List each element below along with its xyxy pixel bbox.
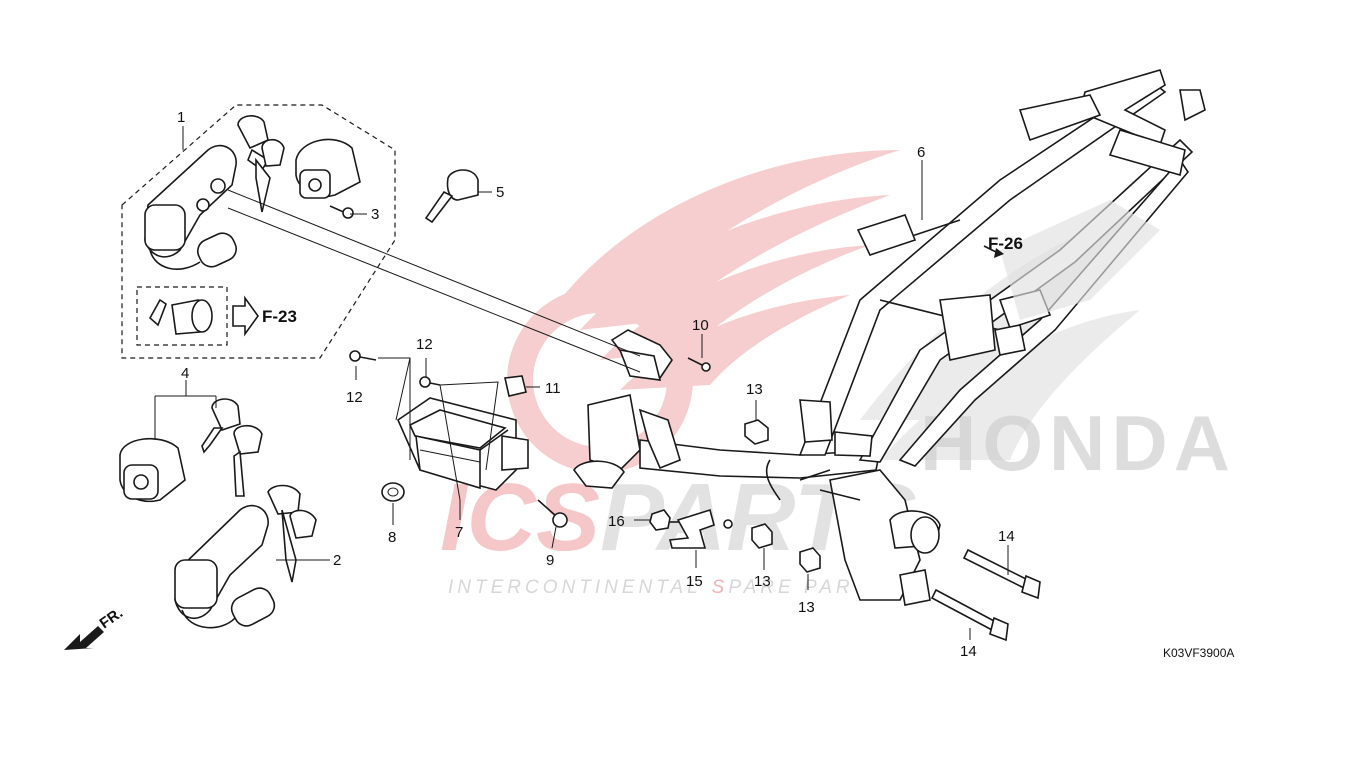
diagram-code: K03VF3900A — [1163, 646, 1234, 660]
screw-12-b — [419, 376, 441, 388]
tagline-rest: PARE PARTS — [728, 577, 885, 598]
callout-15: 15 — [686, 573, 703, 590]
honda-watermark: HONDA — [920, 399, 1236, 487]
callout-1: 1 — [177, 109, 185, 126]
clip-11 — [504, 375, 527, 397]
watermark — [507, 150, 900, 473]
callout-5: 5 — [496, 184, 504, 201]
key-1 — [237, 115, 285, 213]
callout-16: 16 — [608, 513, 625, 530]
ref-f26: F-26 — [988, 234, 1023, 253]
arrow-f23 — [232, 295, 259, 337]
lock-cylinder — [148, 298, 213, 335]
nut-13-b — [751, 523, 773, 549]
key-5 — [424, 169, 479, 224]
callout-13-mid: 13 — [754, 573, 771, 590]
callout-6: 6 — [917, 144, 925, 161]
leader-lines — [154, 126, 1009, 640]
ignition-switch-1 — [144, 144, 237, 270]
tagline-s: S — [712, 577, 729, 598]
clip-15 — [669, 508, 733, 549]
ics-tagline-watermark: INTERCONTINENTAL SPARE PARTS — [448, 577, 886, 598]
key-set-group: F-23 — [121, 104, 396, 359]
callout-14-right: 14 — [998, 528, 1015, 545]
callouts: 1 2 3 4 5 6 7 8 9 10 11 12 12 13 13 13 1… — [177, 109, 1015, 660]
callout-9: 9 — [546, 552, 554, 569]
callout-2: 2 — [333, 552, 341, 569]
seat-lock-1 — [295, 138, 361, 199]
callout-11: 11 — [545, 380, 561, 397]
callout-3: 3 — [371, 206, 379, 223]
front-label: FR. — [97, 604, 127, 632]
callout-12-top: 12 — [416, 336, 433, 353]
screw-10 — [687, 357, 711, 372]
bolt-14-a — [962, 548, 1041, 600]
wing-logo — [560, 150, 900, 390]
ref-f23: F-23 — [262, 307, 297, 326]
nut-13-c — [799, 547, 821, 573]
callout-4: 4 — [181, 365, 189, 382]
bolt-9 — [537, 499, 568, 528]
bolt-16 — [649, 509, 686, 531]
nut-13-a — [744, 419, 769, 445]
callout-10: 10 — [692, 317, 709, 334]
tagline-prefix: INTERCONTINENTAL — [448, 577, 702, 598]
callout-13-low: 13 — [798, 599, 815, 616]
key-set-4 — [119, 398, 263, 502]
callout-12-left: 12 — [346, 389, 363, 406]
callout-14-bottom: 14 — [960, 643, 977, 660]
ignition-switch-2 — [174, 484, 317, 629]
frame-body-6 — [573, 69, 1206, 606]
front-direction-arrow: FR. — [64, 604, 126, 650]
screw-12-a — [349, 350, 377, 362]
callout-8: 8 — [388, 529, 396, 546]
arrow-f26 — [983, 245, 1004, 258]
bolt-14-b — [930, 588, 1009, 642]
grommet-8 — [381, 482, 405, 502]
battery-box-7 — [397, 397, 529, 491]
callout-7: 7 — [455, 524, 463, 541]
screw-3 — [329, 205, 354, 219]
callout-13-top: 13 — [746, 381, 763, 398]
